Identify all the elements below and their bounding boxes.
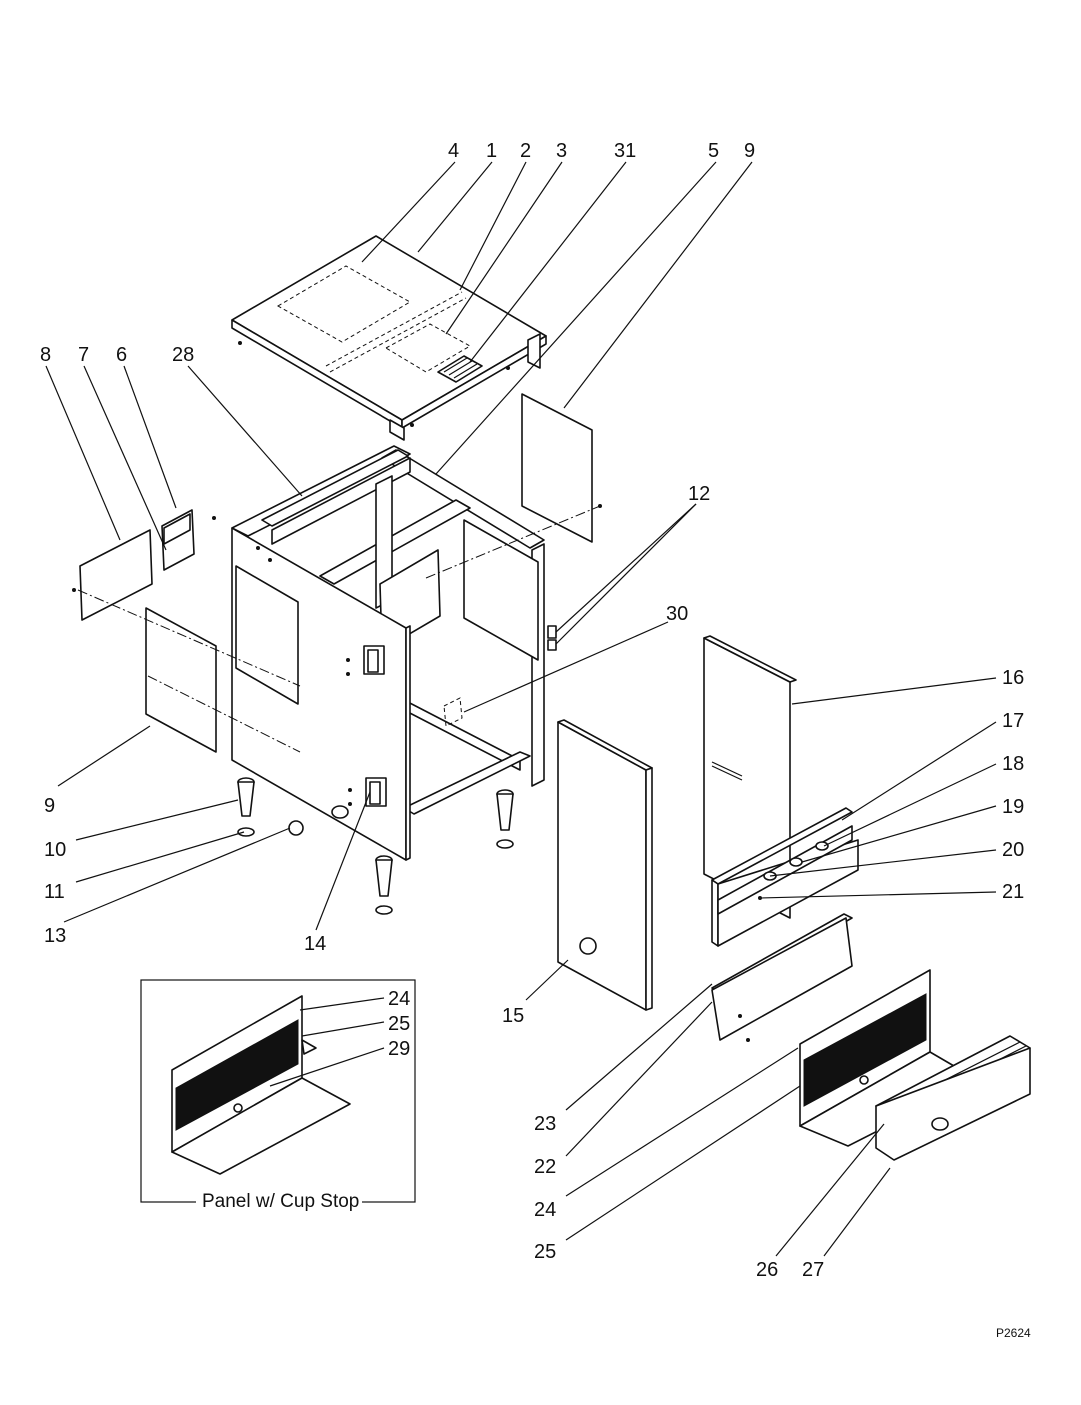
leg-front-left — [237, 777, 255, 837]
callout-13: 13 — [44, 925, 66, 947]
callout-16: 16 — [1002, 667, 1024, 689]
callout-19: 19 — [1002, 796, 1024, 818]
callout-25: 25 — [534, 1241, 556, 1263]
callout-11: 11 — [44, 881, 65, 903]
top-lid — [231, 235, 547, 441]
callout-9-left: 9 — [44, 795, 55, 817]
manifold-plate — [711, 807, 859, 947]
callout-14: 14 — [304, 933, 326, 955]
callout-26: 26 — [756, 1259, 778, 1281]
leg-rear-right — [496, 789, 514, 849]
callout-2: 2 — [520, 140, 531, 162]
leg-front-right — [375, 855, 393, 915]
leader-lines — [45, 161, 997, 1257]
callout-28: 28 — [172, 344, 194, 366]
callout-9-top: 9 — [744, 140, 755, 162]
callout-17: 17 — [1002, 710, 1024, 732]
callout-18: 18 — [1002, 753, 1024, 775]
door-panel-15 — [557, 719, 653, 1011]
rear-panel-16 — [703, 635, 797, 919]
callout-6: 6 — [116, 344, 127, 366]
callout-30: 30 — [666, 603, 688, 625]
legs — [237, 777, 514, 915]
callout-27: 27 — [802, 1259, 824, 1281]
splash-panel — [711, 913, 853, 1042]
side-panel-right-top — [425, 393, 602, 579]
callout-4: 4 — [448, 140, 459, 162]
callout-8: 8 — [40, 344, 51, 366]
left-side-panels — [72, 509, 301, 753]
callout-21: 21 — [1002, 881, 1024, 903]
figure-number: P2624 — [996, 1326, 1031, 1340]
callout-1: 1 — [486, 140, 497, 162]
inset-caption: Panel w/ Cup Stop — [202, 1191, 359, 1212]
callout-22: 22 — [534, 1156, 556, 1178]
latch — [547, 625, 557, 651]
callout-29: 29 — [388, 1038, 410, 1060]
callout-24-inset: 24 — [388, 988, 410, 1010]
callout-15: 15 — [502, 1005, 524, 1027]
callout-20: 20 — [1002, 839, 1024, 861]
callout-23: 23 — [534, 1113, 556, 1135]
cabinet-frame — [212, 445, 545, 861]
callout-24: 24 — [534, 1199, 556, 1221]
callout-7: 7 — [78, 344, 89, 366]
inset-panel-cup-stop — [140, 979, 416, 1214]
callout-31: 31 — [614, 140, 636, 162]
callout-labels: 4 1 2 3 31 5 9 8 7 6 28 12 30 16 17 18 1… — [40, 140, 1031, 1340]
callout-25-inset: 25 — [388, 1013, 410, 1035]
callout-5: 5 — [708, 140, 719, 162]
callout-3: 3 — [556, 140, 567, 162]
callout-10: 10 — [44, 839, 66, 861]
drip-tray — [875, 1035, 1031, 1161]
callout-12: 12 — [688, 483, 710, 505]
